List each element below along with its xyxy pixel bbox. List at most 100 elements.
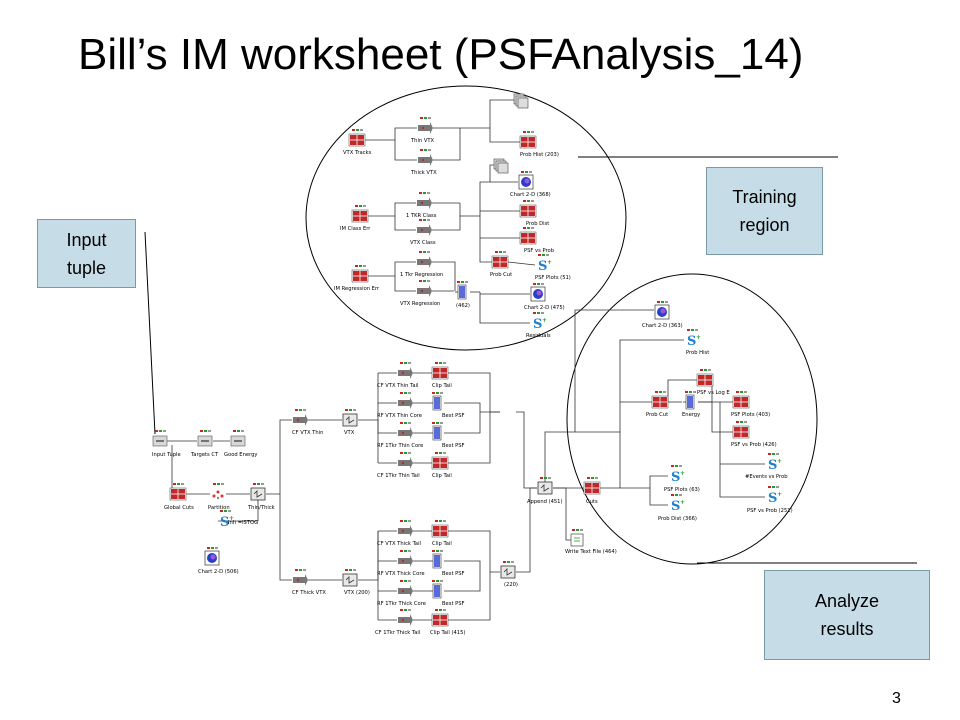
prob-cut-2-node[interactable]: Prob Cut (646, 391, 669, 418)
connector-wire (448, 530, 500, 573)
connector-wire (448, 372, 500, 413)
connector-wire (368, 261, 416, 277)
psf-vs-prob-426-node-label: PSF vs Prob (426) (731, 442, 777, 448)
svg-text:S: S (533, 317, 542, 332)
svg-text:S: S (538, 259, 547, 274)
good-energy-node[interactable]: Good Energy (224, 430, 257, 458)
connector-wire (368, 202, 416, 217)
connector-wire (544, 309, 654, 482)
best-psf-4-node[interactable]: Best PSF (430, 580, 465, 607)
chart-363-node[interactable]: Chart 2-D (363) (642, 301, 683, 329)
vtx-regression-node[interactable]: VTX Regression (400, 280, 440, 307)
psf-plots-51-node[interactable]: S+PSF Plots (51) (535, 254, 571, 281)
rf-1tkr-thick-core-node[interactable]: RF 1Tkr Thick Core (377, 580, 426, 607)
clip-tail-2-node[interactable]: Clip Tail (431, 452, 452, 479)
thin-vtx-node[interactable]: Thin VTX (410, 117, 435, 144)
node-462[interactable]: (462) (455, 281, 470, 309)
clip-tail-415-node[interactable]: Clip Tail (415) (430, 609, 465, 636)
connector-wire (358, 419, 379, 463)
psf-plots-403-node[interactable]: PSF Plots (403) (731, 391, 770, 418)
psf-vs-prob-node[interactable]: PSF vs Prob (519, 227, 555, 254)
connector-wire (448, 412, 491, 464)
vtx-node[interactable]: VTX (342, 409, 358, 436)
cuts-node[interactable]: Cuts (583, 477, 601, 505)
inh-histog-node[interactable]: S+Inh =lSTOG (220, 510, 258, 530)
chart-368-node-label: Chart 2-D (368) (510, 192, 551, 198)
residuals-node[interactable]: S+Residuals (526, 312, 551, 339)
1tkr-regression-node[interactable]: 1 Tkr Regression (400, 251, 443, 278)
thin-vtx-node-label: Thin VTX (410, 138, 435, 144)
cf-vtx-thin-node-label: CF VTX Thin (292, 430, 323, 436)
prob-cut-1-node-label: Prob Cut (490, 272, 512, 278)
append-451-node[interactable]: Append (451) (527, 477, 563, 505)
vtx-200-node[interactable]: VTX (200) (342, 569, 370, 596)
vtx-class-node[interactable]: VTX Class (410, 219, 436, 246)
cf-thick-vtx-node[interactable]: CF Thick VTX (292, 569, 326, 596)
psf-vs-log-e-node[interactable]: PSF vs Log E (696, 369, 730, 396)
rf-vtx-thick-core-node[interactable]: RF VTX Thick Core (377, 550, 425, 577)
events-vs-prob-node[interactable]: S+#Events vs Prob (745, 453, 788, 480)
connector-wire (516, 411, 537, 489)
thin-thick-node[interactable]: Thin/Thick (247, 483, 275, 511)
prob-hist-node[interactable]: S+Prob Hist (686, 329, 709, 356)
analyze-callout-line2: results (820, 619, 874, 639)
psf-vs-prob-426-node[interactable]: PSF vs Prob (426) (731, 421, 777, 448)
partition-node-label: Partition (208, 505, 230, 511)
clip-tail-3-node[interactable]: Clip Tail (431, 520, 452, 547)
vtx-tracks-node[interactable]: VTX Tracks (343, 129, 371, 156)
global-cuts-node[interactable]: Global Cuts (164, 483, 194, 511)
clip-tail-1-node[interactable]: Clip Tail (431, 362, 452, 389)
write-text-file-node[interactable]: Write Text File (464) (565, 529, 617, 555)
psf-plots-63-node[interactable]: S+PSF Plots (63) (664, 465, 700, 493)
chart-475-node-label: Chart 2-D (475) (524, 305, 565, 311)
connector-wire (719, 464, 765, 498)
connector-wire (444, 560, 481, 572)
best-psf-1-node[interactable]: Best PSF (430, 392, 465, 419)
cf-1tkr-thin-tail-node[interactable]: CF 1Tkr Thin Tail (377, 452, 420, 479)
cf-vtx-thin-tail-node-label: CF VTX Thin Tail (377, 383, 418, 389)
cf-vtx-thin-node[interactable]: CF VTX Thin (292, 409, 323, 436)
cf-vtx-thick-tail-node[interactable]: CF VTX Thick Tail (377, 520, 421, 547)
partition-node[interactable]: Partition (208, 483, 230, 511)
connector-wire (575, 431, 621, 489)
connector-wire (516, 487, 537, 573)
targets-node[interactable]: Targets CT (190, 430, 219, 458)
prob-cut-1-node[interactable]: Prob Cut (490, 251, 512, 278)
im-class-err-node[interactable]: IM Class Err (340, 205, 371, 232)
connector-wire (279, 494, 292, 581)
chart-368-node[interactable]: Chart 2-D (368) (510, 171, 551, 198)
chart-475-node[interactable]: Chart 2-D (475) (524, 283, 565, 311)
rf-vtx-thin-core-node-label: RF VTX Thin Core (377, 413, 422, 419)
chart-506-node[interactable]: Chart 2-D (506) (198, 547, 239, 575)
cf-vtx-thick-tail-node-label: CF VTX Thick Tail (377, 541, 421, 547)
im-regression-err-node-label: IM Regression Err (334, 286, 380, 292)
prob-hist-203-node[interactable]: Prob Hist (203) (519, 131, 559, 158)
connector-wires (166, 99, 765, 621)
cf-1tkr-thin-tail-node-label: CF 1Tkr Thin Tail (377, 473, 420, 479)
best-psf-2-node[interactable]: Best PSF (430, 422, 465, 449)
connector-wire (444, 412, 481, 434)
prob-hist-node-label: Prob Hist (686, 350, 709, 356)
connector-wire (667, 379, 697, 402)
rf-1tkr-thin-core-node[interactable]: RF 1Tkr Thin Core (377, 422, 423, 449)
cf-vtx-thin-tail-node[interactable]: CF VTX Thin Tail (377, 362, 418, 389)
node-220[interactable]: (220) (500, 561, 518, 588)
vtx-tracks-node-label: VTX Tracks (343, 150, 371, 156)
prob-dist-node[interactable]: Prob Dist (519, 200, 549, 227)
energy-node[interactable]: Energy (682, 391, 700, 418)
connector-wire (266, 419, 292, 495)
1tkr-regression-node-label: 1 Tkr Regression (400, 272, 443, 278)
thick-vtx-node[interactable]: Thick VTX (410, 149, 437, 176)
im-regression-err-node[interactable]: IM Regression Err (334, 265, 380, 292)
rf-vtx-thin-core-node[interactable]: RF VTX Thin Core (377, 392, 422, 419)
clip-tail-2-node-label: Clip Tail (432, 473, 452, 479)
cf-1tkr-thick-tail-node[interactable]: CF 1Tkr Thick Tail (375, 609, 420, 636)
1tkr-class-node[interactable]: 1 TKR Class (406, 192, 437, 219)
thick-vtx-node-label: Thick VTX (410, 170, 437, 176)
psf-vs-prob-251-node[interactable]: S+PSF vs Prob (251) (747, 486, 793, 514)
prob-dist-366-node[interactable]: S+Prob Dist (366) (658, 494, 697, 522)
connector-wire (479, 181, 518, 216)
best-psf-3-node[interactable]: Best PSF (430, 550, 465, 577)
input-tuple-node[interactable]: Input Tuple (152, 430, 181, 458)
